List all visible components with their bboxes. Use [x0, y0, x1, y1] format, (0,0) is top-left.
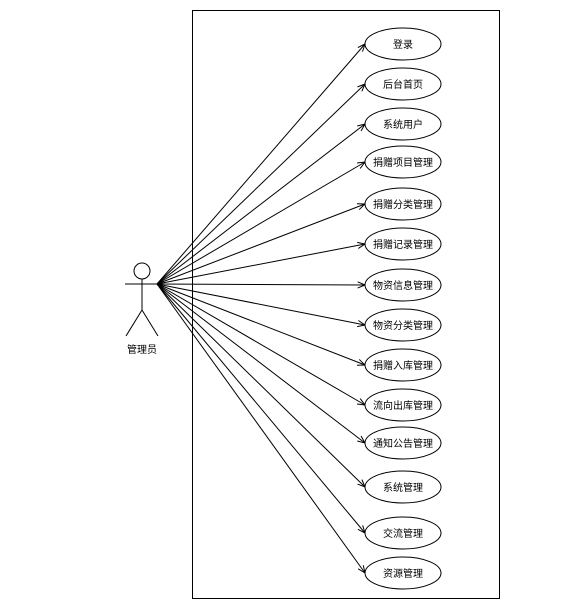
association-line [156, 283, 366, 286]
use-case-label: 后台首页 [383, 78, 423, 91]
use-case: 捐赠分类管理 [364, 187, 442, 221]
association-arrowhead [357, 161, 367, 169]
association-line [156, 43, 366, 285]
association-line [156, 283, 366, 534]
use-case: 流向出库管理 [364, 388, 442, 422]
use-case: 交流管理 [364, 516, 442, 550]
use-case-label: 交流管理 [383, 527, 423, 540]
use-case-ellipse [364, 27, 442, 61]
association-line [156, 283, 366, 406]
use-case-ellipse [364, 556, 442, 590]
association-line [156, 203, 366, 285]
association-line [156, 243, 366, 285]
association-line [156, 283, 366, 326]
use-case: 物资信息管理 [364, 268, 442, 302]
actor-left-leg [125, 309, 143, 337]
use-case-ellipse [364, 67, 442, 101]
use-case: 资源管理 [364, 556, 442, 590]
use-case-ellipse [364, 516, 442, 550]
use-case: 捐赠项目管理 [364, 145, 442, 179]
use-case-label: 系统管理 [383, 481, 423, 494]
use-case: 捐赠入库管理 [364, 348, 442, 382]
use-case-label: 系统用户 [383, 118, 423, 131]
use-case-label: 捐赠项目管理 [373, 156, 433, 169]
use-case: 登录 [364, 27, 442, 61]
use-case-ellipse [364, 388, 442, 422]
association-line [156, 161, 366, 285]
use-case-label: 通知公告管理 [373, 437, 433, 450]
association-lines [156, 43, 367, 575]
use-case-ellipse [364, 145, 442, 179]
use-case-label: 资源管理 [383, 567, 423, 580]
use-case-ellipse [364, 107, 442, 141]
association-line [156, 283, 366, 366]
actor-right-leg [141, 309, 159, 337]
use-case-ellipse [364, 426, 442, 460]
use-case-label: 物资分类管理 [373, 319, 433, 332]
association-line [156, 283, 366, 444]
use-case-ellipse [364, 227, 442, 261]
use-case: 后台首页 [364, 67, 442, 101]
use-case-ellipse [364, 470, 442, 504]
use-case-label: 捐赠记录管理 [373, 238, 433, 251]
use-case: 系统管理 [364, 470, 442, 504]
use-case-ellipse [364, 348, 442, 382]
use-case-label: 捐赠入库管理 [373, 359, 433, 372]
association-line [156, 83, 366, 285]
actor-head [133, 262, 151, 280]
association-line [156, 283, 366, 574]
use-case-label: 登录 [393, 38, 413, 51]
association-line [156, 283, 366, 488]
use-case-ellipse [364, 308, 442, 342]
use-cases: 登录后台首页系统用户捐赠项目管理捐赠分类管理捐赠记录管理物资信息管理物资分类管理… [364, 27, 442, 590]
use-case: 通知公告管理 [364, 426, 442, 460]
association-arrowhead [357, 398, 367, 406]
actor-figure [125, 262, 159, 337]
use-case-label: 捐赠分类管理 [373, 198, 433, 211]
association-line [156, 123, 366, 285]
use-case-ellipse [364, 187, 442, 221]
actor-label: 管理员 [127, 343, 157, 356]
use-case-label: 流向出库管理 [373, 399, 433, 412]
use-case-label: 物资信息管理 [373, 279, 433, 292]
use-case-ellipse [364, 268, 442, 302]
use-case: 捐赠记录管理 [364, 227, 442, 261]
use-case: 系统用户 [364, 107, 442, 141]
use-case: 物资分类管理 [364, 308, 442, 342]
